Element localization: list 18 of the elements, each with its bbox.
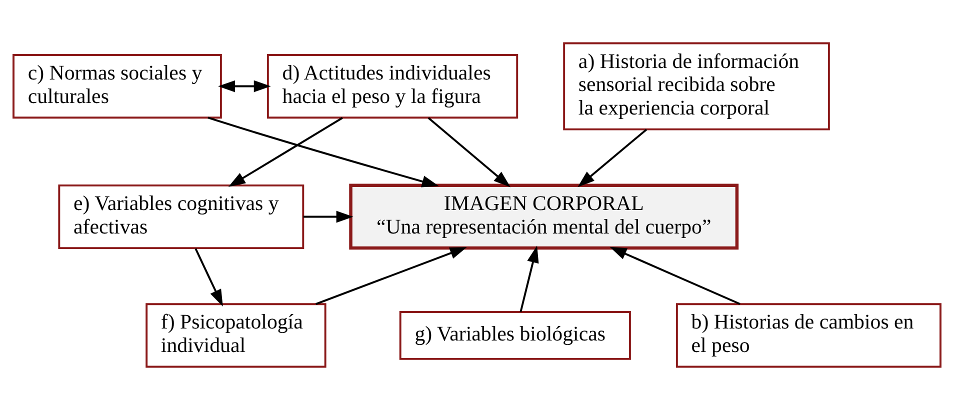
node-box: e) Variables cognitivas y afectivas — [58, 184, 304, 249]
arrow — [578, 128, 648, 187]
arrow — [610, 246, 740, 304]
arrow — [194, 248, 223, 306]
node-box: d) Actitudes individuales hacia el peso y la figura — [266, 53, 518, 118]
node-box: b) Historias de cambios en el peso — [676, 302, 942, 368]
node-box: c) Normas sociales y culturales — [12, 53, 222, 118]
node-box: f) Psicopatología individual — [146, 302, 326, 368]
node-box: g) Variables biológicas — [399, 310, 631, 360]
node-box: a) Historia de información sensorial recibida sobre la experiencia corporal — [563, 42, 830, 130]
arrow — [228, 116, 343, 186]
arrow — [303, 210, 354, 222]
arrow — [428, 116, 511, 187]
node-box: IMAGEN CORPORAL “Una representación mental del cuerpo” — [349, 183, 739, 250]
arrow — [316, 246, 467, 304]
arrow — [520, 245, 539, 312]
arrow — [208, 116, 439, 187]
arrow — [218, 80, 271, 92]
